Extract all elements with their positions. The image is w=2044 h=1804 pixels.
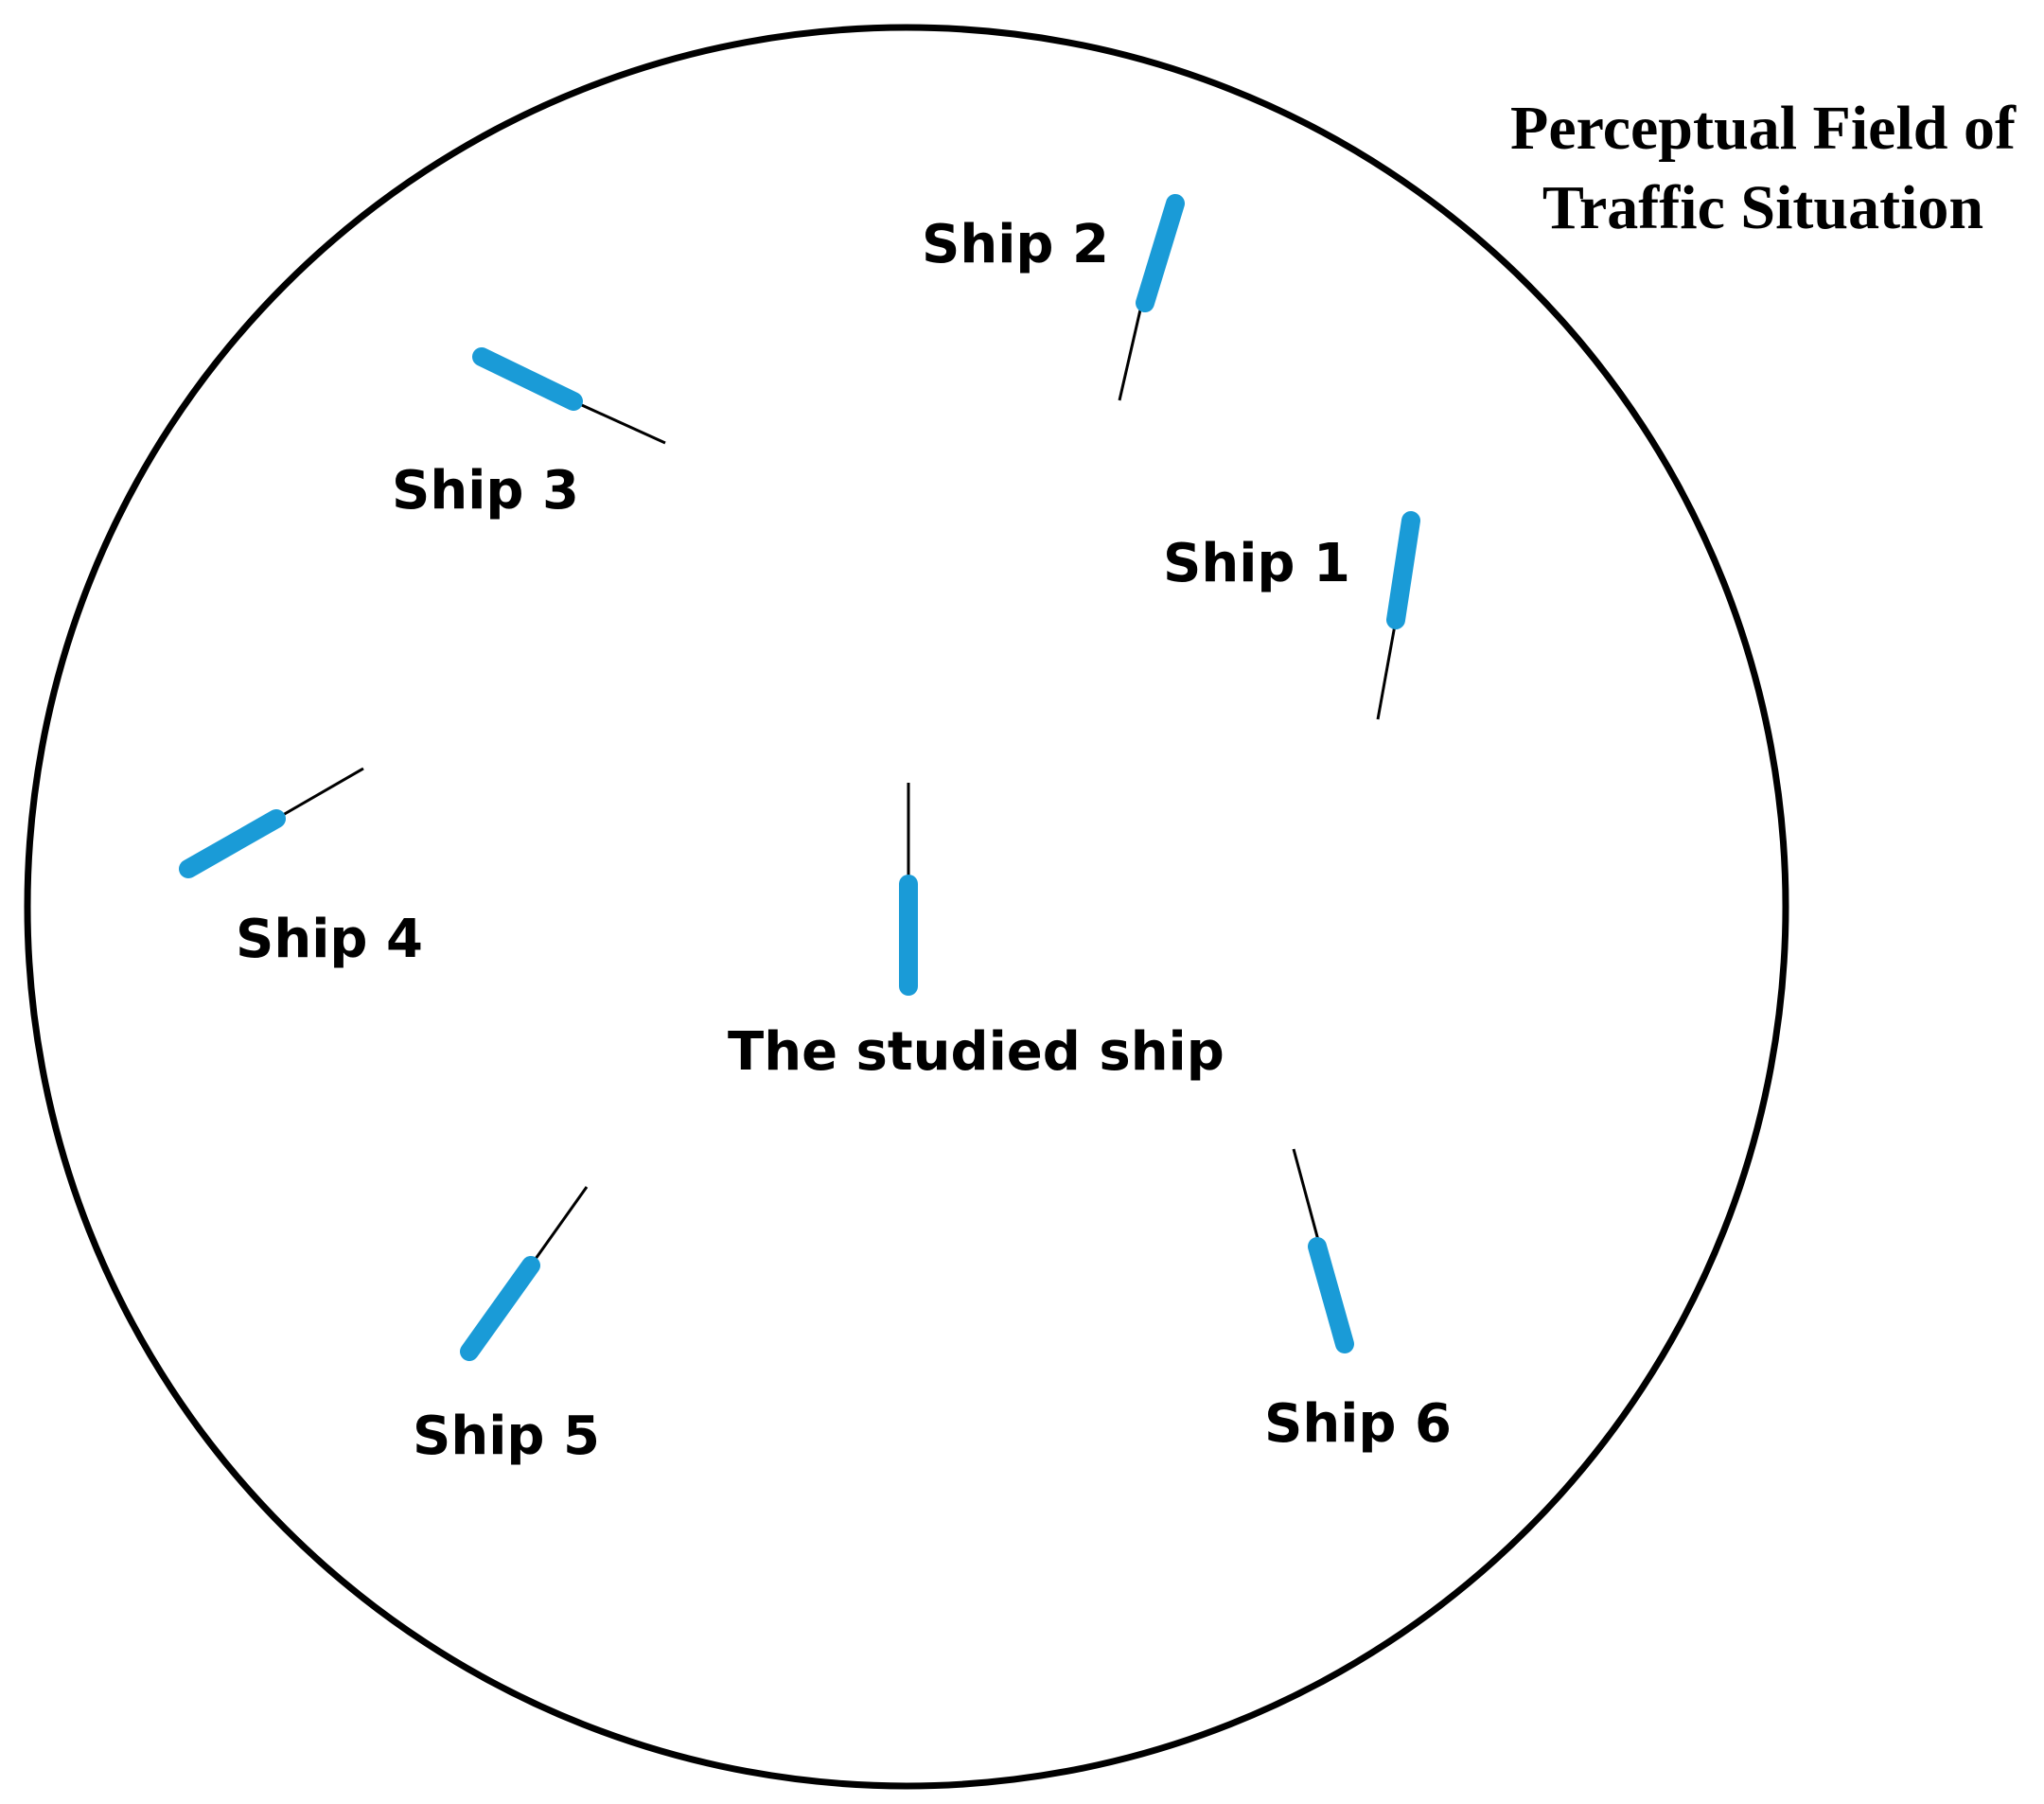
ship-3: Ship 3 <box>392 347 666 522</box>
ship-6-label: Ship 6 <box>1264 1393 1452 1455</box>
ship-5-hull <box>460 1256 540 1361</box>
ship-4: Ship 4 <box>179 767 423 970</box>
ship-2-hull <box>1136 194 1185 312</box>
ship-3-hull <box>472 347 583 411</box>
ship-6-hull <box>1308 1237 1354 1353</box>
ship-2-label: Ship 2 <box>922 214 1109 275</box>
ship-4-heading-line <box>275 767 364 821</box>
ship-6: Ship 6 <box>1264 1148 1452 1455</box>
ship-5: Ship 5 <box>413 1186 600 1467</box>
field-title-line-2: Traffic Situation <box>1542 173 1983 242</box>
perceptual-field-boundary <box>24 24 1789 1790</box>
field-title-line-1: Perceptual Field of <box>1510 94 2017 163</box>
ship-2: Ship 2 <box>922 194 1185 401</box>
ship-1: Ship 1 <box>1163 511 1420 720</box>
ship-3-label: Ship 3 <box>392 460 579 522</box>
ship-5-heading-line <box>529 1186 589 1266</box>
ship-4-hull <box>179 809 286 878</box>
ship-1-label: Ship 1 <box>1163 533 1350 594</box>
ship-5-label: Ship 5 <box>413 1406 600 1467</box>
ship-6-heading-line <box>1292 1148 1321 1245</box>
ship-4-label: Ship 4 <box>236 909 423 970</box>
ship-1-heading-line <box>1376 619 1398 720</box>
ship-3-heading-line <box>573 399 666 445</box>
studied-ship-label: The studied ship <box>728 1021 1225 1083</box>
ship-2-heading-line <box>1118 305 1143 401</box>
studied-ship: The studied ship <box>728 783 1225 1083</box>
ship-1-hull <box>1386 511 1420 629</box>
